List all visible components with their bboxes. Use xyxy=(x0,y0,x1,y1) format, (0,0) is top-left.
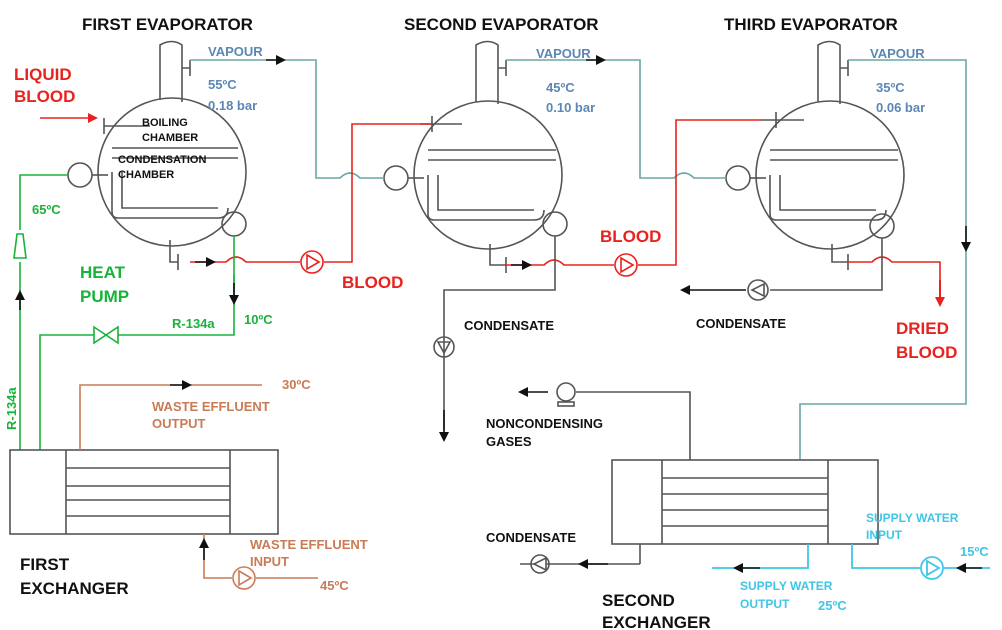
temp-10-label: 10ºC xyxy=(244,312,273,327)
condensate-label-2: CONDENSATE xyxy=(696,316,786,331)
first-evaporator-title: FIRST EVAPORATOR xyxy=(82,15,253,34)
evaporator-2-temp: 45ºC xyxy=(546,80,575,95)
condensate-pump-3 xyxy=(530,554,550,574)
heat-pump-label-line1: HEAT xyxy=(80,263,126,282)
temp-15-label: 15ºC xyxy=(960,544,989,559)
vapour-lines xyxy=(190,59,967,460)
waste-effluent-pump xyxy=(232,566,256,590)
condensate-pump-1 xyxy=(433,336,455,358)
supply-output-label-line1: SUPPLY WATER xyxy=(740,579,833,593)
blood-pump-1 xyxy=(300,250,324,274)
first-exchanger xyxy=(9,449,279,535)
supply-output-label-line2: OUTPUT xyxy=(740,597,790,611)
supply-water-pump xyxy=(920,556,944,580)
supply-input-label-line2: INPUT xyxy=(866,528,903,542)
expansion-valve xyxy=(93,325,119,345)
noncondensing-label-line1: NONCONDENSING xyxy=(486,416,603,431)
vacuum-pump xyxy=(556,382,576,407)
evaporator-1-temp: 55ºC xyxy=(208,77,237,92)
waste-input-label-line1: WASTE EFFLUENT xyxy=(250,537,368,552)
waste-output-label-line1: WASTE EFFLUENT xyxy=(152,399,270,414)
condensate-label-3: CONDENSATE xyxy=(486,530,576,545)
condensation-chamber-label-line2: CHAMBER xyxy=(118,169,174,181)
dried-blood-label-line1: DRIED xyxy=(896,319,949,338)
third-evaporator-title: THIRD EVAPORATOR xyxy=(724,15,898,34)
second-exchanger xyxy=(576,391,879,564)
blood-label-1: BLOOD xyxy=(342,273,403,292)
supply-water-lines xyxy=(712,544,990,569)
evaporator-3-pressure: 0.06 bar xyxy=(876,100,925,115)
blood-lines xyxy=(190,119,941,296)
heat-pump-label-line2: PUMP xyxy=(80,287,129,306)
temp-30-label: 30ºC xyxy=(282,377,311,392)
waste-output-label-line2: OUTPUT xyxy=(152,416,206,431)
compressor xyxy=(13,233,27,259)
condensate-label-1: CONDENSATE xyxy=(464,318,554,333)
condensate-pump-2 xyxy=(747,279,769,301)
second-exchanger-label-line2: EXCHANGER xyxy=(602,613,711,630)
second-evaporator-title: SECOND EVAPORATOR xyxy=(404,15,599,34)
first-exchanger-label-line2: EXCHANGER xyxy=(20,579,129,598)
vapour-label-1: VAPOUR xyxy=(208,44,263,59)
temp-45-label: 45ºC xyxy=(320,578,349,593)
temp-65-label: 65ºC xyxy=(32,202,61,217)
blood-pump-2 xyxy=(614,253,638,277)
r134a-label-horizontal: R-134a xyxy=(172,316,215,331)
dried-blood-label-line2: BLOOD xyxy=(896,343,957,362)
condensation-chamber-label-line1: CONDENSATION xyxy=(118,154,206,166)
supply-input-label-line1: SUPPLY WATER xyxy=(866,511,959,525)
blood-label-2: BLOOD xyxy=(600,227,661,246)
temp-25-label: 25ºC xyxy=(818,598,847,613)
boiling-chamber-label-line2: CHAMBER xyxy=(142,132,198,144)
evaporator-2-pressure: 0.10 bar xyxy=(546,100,595,115)
vapour-label-2: VAPOUR xyxy=(536,46,591,61)
r134a-label-vertical: R-134a xyxy=(4,387,19,430)
boiling-chamber-label-line1: BOILING xyxy=(142,117,188,129)
waste-input-label-line2: INPUT xyxy=(250,554,289,569)
vapour-label-3: VAPOUR xyxy=(870,46,925,61)
condensate-lines xyxy=(443,236,883,565)
second-exchanger-label-line1: SECOND xyxy=(602,591,675,610)
evaporator-1-pressure: 0.18 bar xyxy=(208,98,257,113)
first-exchanger-label-line1: FIRST xyxy=(20,555,70,574)
second-evaporator xyxy=(383,40,568,273)
liquid-blood-label-line1: LIQUID xyxy=(14,65,72,84)
noncondensing-label-line2: GASES xyxy=(486,434,532,449)
liquid-blood-label-line2: BLOOD xyxy=(14,87,75,106)
evaporator-3-temp: 35ºC xyxy=(876,80,905,95)
third-evaporator xyxy=(725,40,905,270)
